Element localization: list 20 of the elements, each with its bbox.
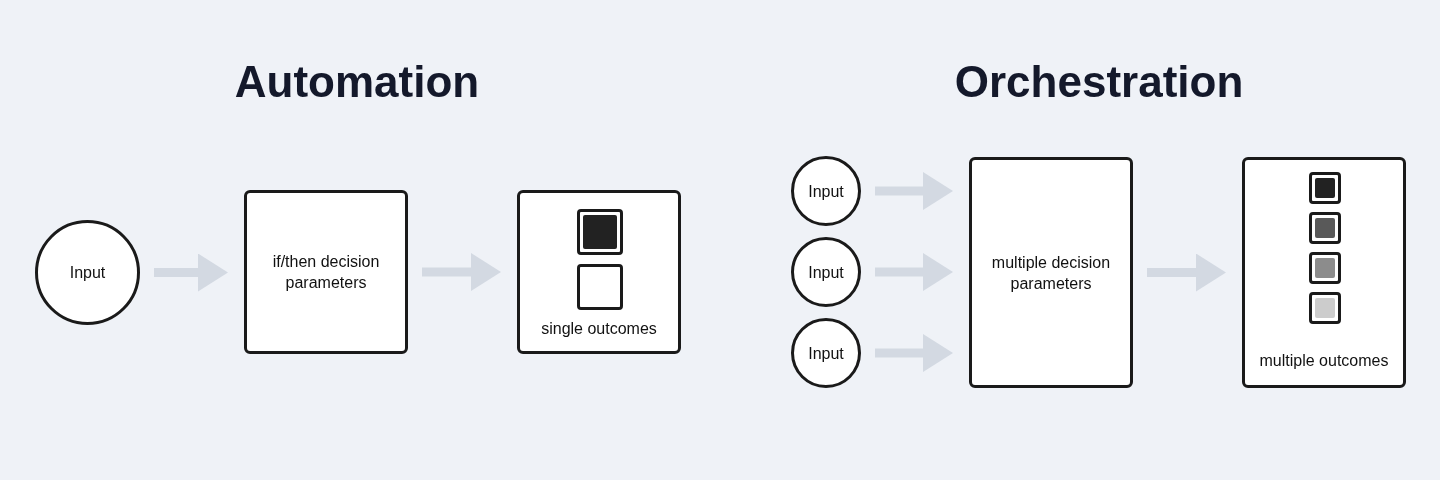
node-label: Input — [808, 262, 844, 283]
process-box — [517, 190, 681, 354]
section-title: Orchestration — [954, 60, 1244, 104]
arrow — [154, 253, 228, 292]
node-label: Input — [69, 263, 106, 283]
node-label: Input — [808, 343, 844, 364]
process-box — [1242, 157, 1406, 388]
process-box — [969, 157, 1133, 388]
node-label: if/then decision parameters — [271, 252, 381, 293]
section-title: Automation — [234, 60, 480, 104]
arrow — [875, 334, 953, 372]
process-box — [244, 190, 408, 354]
node-label: single outcomes — [541, 319, 657, 339]
node-label: multiple decision parameters — [990, 252, 1112, 294]
arrow — [422, 253, 501, 291]
arrow — [875, 253, 953, 291]
node-label: multiple outcomes — [1259, 351, 1389, 371]
node-label: Input — [808, 181, 844, 202]
arrow — [1147, 253, 1226, 292]
arrow — [875, 172, 953, 210]
